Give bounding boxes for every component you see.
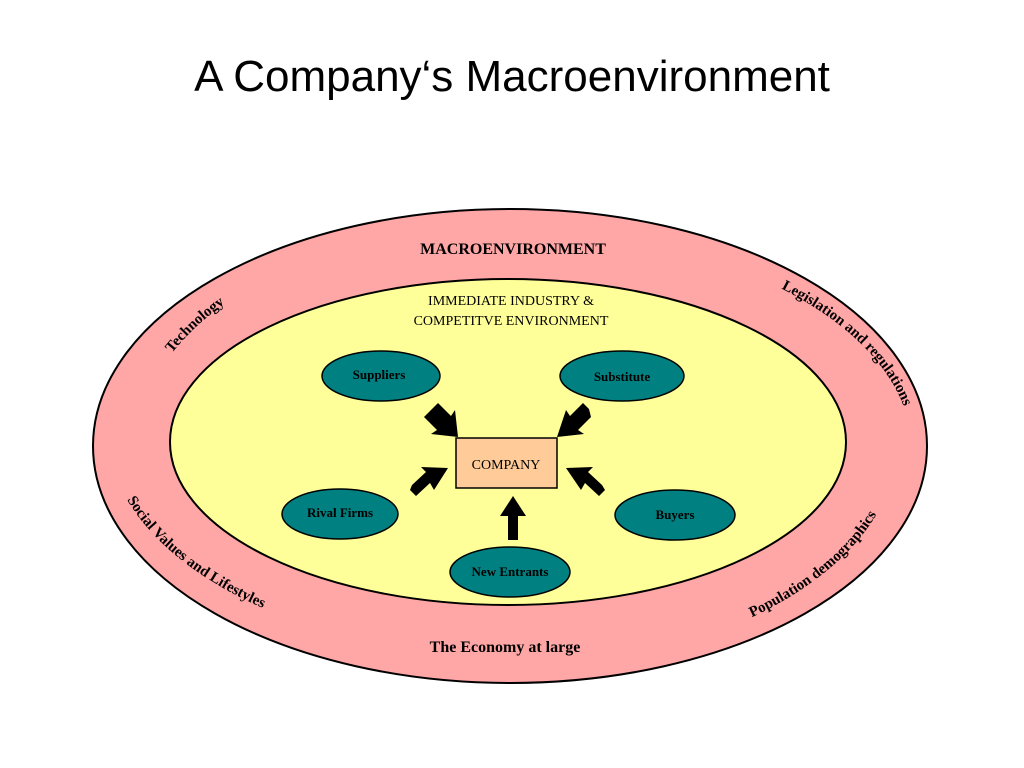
slide-title: A Company‘s Macroenvironment [194,52,830,101]
actor-new-entrants-label: New Entrants [472,564,549,579]
company-box: COMPANY [455,437,558,489]
arrow-buyers-to-company [566,467,605,496]
force-economy: The Economy at large [430,639,581,656]
arrow-rival-firms-to-company [410,467,448,496]
industry-label-line2: COMPETITVE ENVIRONMENT [414,314,609,329]
arrow-substitute-to-company [557,403,591,437]
actor-buyers-label: Buyers [656,507,695,522]
actor-suppliers: Suppliers [321,350,441,402]
actor-substitute: Substitute [559,350,685,402]
actor-buyers: Buyers [614,489,736,541]
macroenvironment-label: MACROENVIRONMENT [420,241,606,258]
actor-suppliers-label: Suppliers [353,367,406,382]
company-label: COMPANY [472,458,541,473]
actor-rival-firms-label: Rival Firms [307,505,373,520]
actor-rival-firms: Rival Firms [281,488,399,540]
actor-new-entrants: New Entrants [449,546,571,598]
industry-label-line1: IMMEDIATE INDUSTRY & [428,294,594,309]
arrow-suppliers-to-company [424,403,458,437]
arrow-new-entrants-to-company [500,496,526,540]
actor-substitute-label: Substitute [594,369,651,384]
